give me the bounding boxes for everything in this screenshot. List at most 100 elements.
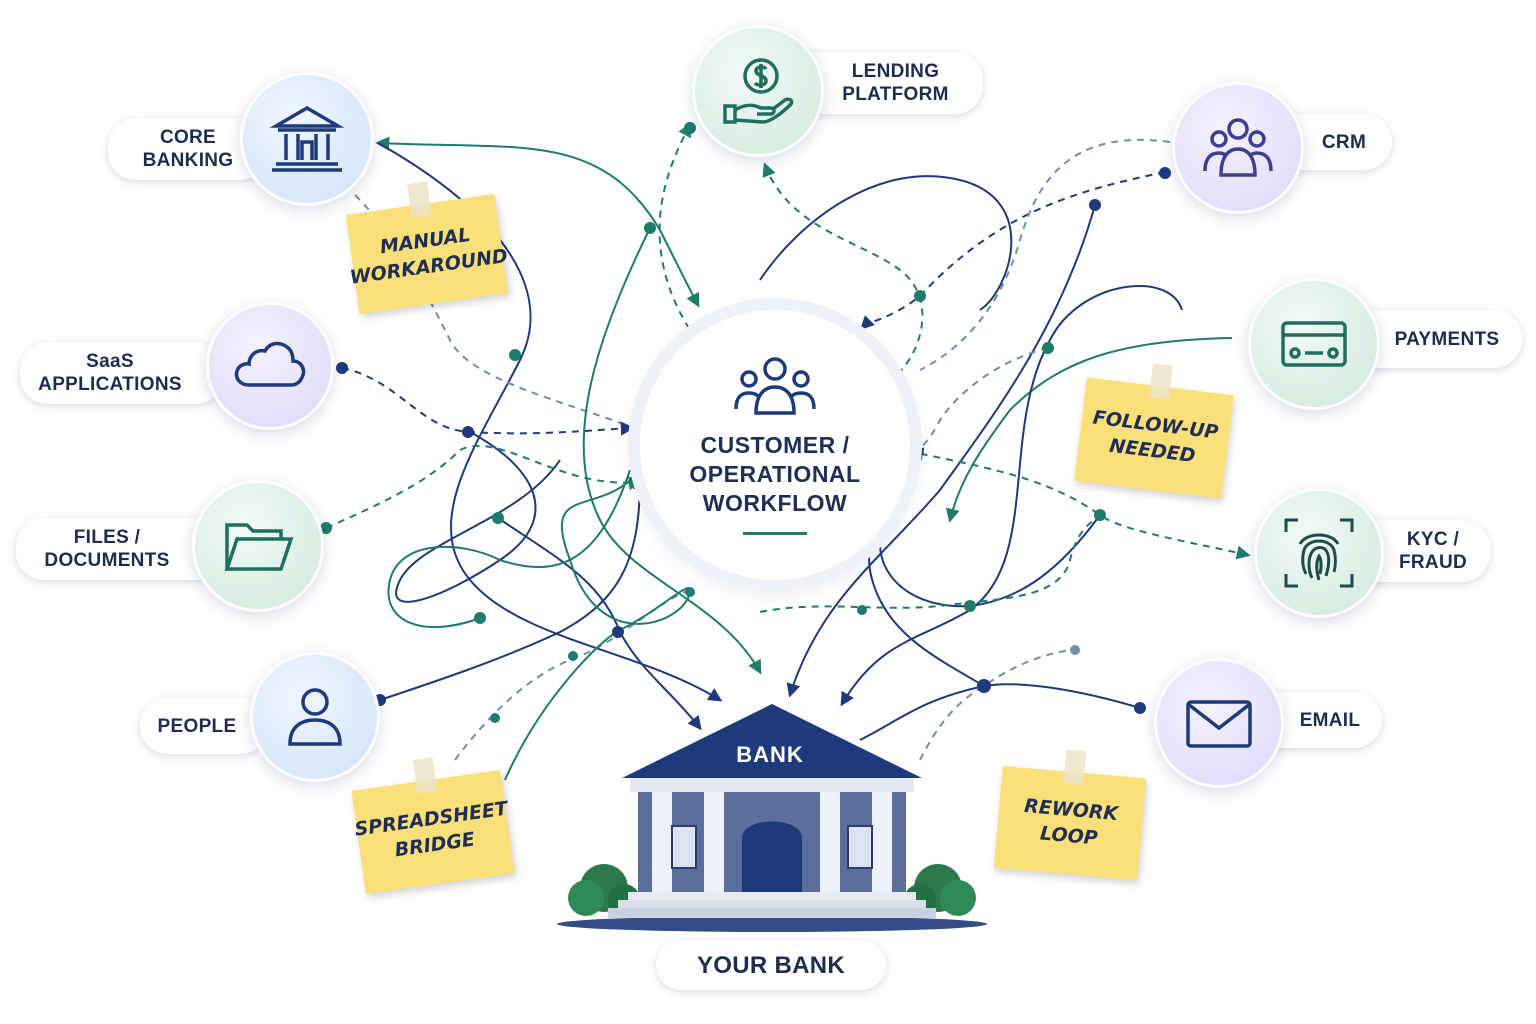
node-saas-applications[interactable]: [206, 302, 334, 430]
junction-dot: [1134, 702, 1146, 714]
bank-building-label: BANK: [736, 742, 804, 767]
note-manual-workaround: MANUAL WORKAROUND: [345, 181, 509, 314]
title-underline: [743, 532, 807, 535]
label-line: APPLICATIONS: [38, 374, 182, 395]
junction-dots: [320, 122, 1171, 723]
column: [872, 792, 892, 892]
line-saas-loop: [395, 431, 561, 603]
label-files-documents: FILES /DOCUMENTS: [16, 518, 222, 580]
line-crm-dashed-a: [919, 138, 1171, 371]
label-line: LENDING: [851, 61, 940, 82]
line-lending-loop: [762, 162, 924, 381]
node-core-banking[interactable]: [240, 72, 374, 206]
label-line: PLATFORM: [842, 84, 949, 105]
note-line: REWORK: [1023, 794, 1119, 826]
node-files-documents[interactable]: [192, 480, 324, 612]
junction-dot: [490, 713, 500, 723]
junction-dot: [492, 512, 504, 524]
label-line: PEOPLE: [157, 715, 237, 737]
line-lending-to-bank: [582, 227, 762, 675]
column: [704, 792, 724, 892]
line-files-arc: [387, 469, 631, 629]
junction-dot: [612, 626, 624, 638]
person-icon: [288, 688, 342, 746]
junction-dot: [914, 290, 926, 302]
junction-dot: [1094, 509, 1106, 521]
column: [820, 792, 840, 892]
junction-dot: [568, 651, 578, 661]
window: [847, 825, 873, 869]
node-people[interactable]: [250, 652, 380, 782]
line-email-to-center: [868, 510, 985, 687]
line-spreadsheet-to-center: [504, 469, 692, 781]
workflow-title-line: OPERATIONAL: [689, 461, 861, 487]
junction-dot: [857, 605, 867, 615]
label-people: PEOPLE: [140, 698, 268, 754]
line-kyc-to-bank: [878, 505, 1101, 608]
node-crm[interactable]: [1172, 82, 1304, 214]
junction-dot: [320, 522, 332, 534]
step: [628, 892, 916, 900]
caption-text: YOUR BANK: [696, 951, 846, 979]
label-line: DOCUMENTS: [44, 550, 170, 571]
junction-dot: [1070, 645, 1080, 655]
note-rework-loop: REWORK LOOP: [993, 749, 1147, 881]
ground-shadow: [557, 916, 987, 932]
line-payments-dashed: [909, 347, 1049, 456]
label-line: PAYMENTS: [1394, 328, 1500, 350]
label-line: CORE: [159, 127, 217, 148]
your-bank-caption: YOUR BANK: [656, 940, 886, 990]
label-line: FILES /: [73, 527, 141, 548]
junction-dot: [685, 587, 695, 597]
line-lending-to-center: [658, 122, 692, 331]
fingerprint-icon: [1284, 518, 1354, 588]
junction-dot: [1089, 199, 1101, 211]
node-lending-platform[interactable]: [692, 25, 824, 157]
workflow-title-line: WORKFLOW: [702, 490, 848, 516]
cloud-icon: [234, 341, 306, 387]
note-line: LOOP: [1039, 822, 1099, 850]
junction-dot: [1159, 167, 1171, 179]
label-line: CRM: [1321, 131, 1367, 153]
card-payment-icon: [1281, 321, 1347, 367]
roof: [622, 704, 922, 778]
label-line: SaaS: [86, 351, 134, 372]
note-spreadsheet-bridge: SPREADSHEET BRIDGE: [351, 757, 515, 894]
line-files-to-center: [325, 444, 643, 529]
junction-dot: [509, 349, 521, 361]
folder-icon: [224, 523, 294, 571]
workflow-hub: CUSTOMER / OPERATIONAL WORKFLOW: [640, 310, 910, 580]
note-follow-up-needed: FOLLOW-UP NEEDED: [1074, 363, 1234, 499]
bank-columns-icon: [269, 105, 345, 172]
window: [671, 825, 697, 869]
dollar-hand-icon: [723, 58, 794, 124]
door: [742, 821, 802, 892]
line-people-to-center: [379, 475, 647, 701]
step: [608, 908, 936, 918]
junction-dot: [1042, 342, 1054, 354]
line-bottom-teal-arc: [759, 514, 1101, 613]
workflow-title: CUSTOMER / OPERATIONAL WORKFLOW: [689, 431, 860, 518]
column: [652, 792, 672, 892]
line-core-banking-dashed: [354, 194, 641, 431]
bank-building-illustration: [557, 704, 987, 932]
shrub-right: [940, 880, 976, 916]
node-kyc-fraud[interactable]: [1254, 488, 1384, 618]
node-email[interactable]: [1154, 658, 1284, 788]
junction-dot: [964, 600, 976, 612]
line-kyc-to-center: [909, 447, 1251, 560]
step: [618, 900, 926, 908]
line-crm-arc: [759, 175, 1013, 311]
people-group-icon: [734, 357, 816, 415]
envelope-icon: [1186, 700, 1252, 748]
junction-dot: [644, 222, 656, 234]
junction-dot: [684, 122, 696, 134]
junction-dot: [474, 612, 486, 624]
node-payments[interactable]: [1248, 278, 1380, 410]
junction-dot: [336, 362, 348, 374]
entablature: [630, 778, 914, 792]
line-core-banking-to-center: [375, 136, 700, 308]
workflow-title-line: CUSTOMER /: [700, 432, 850, 458]
